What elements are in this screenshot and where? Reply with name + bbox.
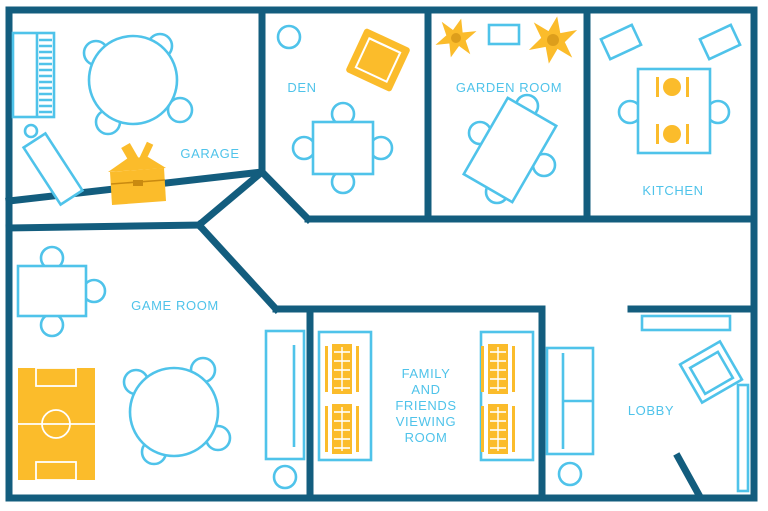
label-viewing-4: VIEWING [396, 414, 457, 429]
ottoman-icon [276, 24, 302, 50]
den-furniture [276, 24, 410, 195]
chair-icon [166, 96, 194, 124]
table-icon [87, 34, 179, 126]
toolbox-icon [108, 141, 166, 205]
lobby-door [673, 452, 704, 500]
seating-rows [325, 344, 515, 454]
sofa-icon [545, 346, 595, 456]
label-viewing-3: FRIENDS [395, 398, 456, 413]
planter-box-icon [487, 23, 521, 46]
label-game-room: GAME ROOM [131, 298, 219, 313]
outer-wall [5, 6, 758, 502]
garage-round-table [82, 32, 194, 136]
reception-desk-icon [640, 314, 732, 332]
table-icon [461, 96, 559, 204]
place-setting-icon [656, 124, 689, 144]
den-table [291, 101, 394, 195]
label-kitchen: KITCHEN [642, 183, 703, 198]
kitchen-furniture [599, 23, 742, 155]
gameroom-round-table [122, 356, 232, 466]
wall-hall-left-diagonal [194, 167, 267, 230]
shelf-icon [11, 31, 56, 119]
plant-icon [528, 16, 578, 64]
foosball-table-icon [18, 367, 95, 481]
garden-furniture [435, 16, 578, 205]
table-icon [311, 120, 375, 176]
seating-row-icon [325, 404, 359, 454]
gameroom-square-table [16, 245, 107, 338]
ottoman-icon [557, 461, 583, 487]
wall-den-diagonal [257, 167, 313, 224]
wall-hall-lower-diagonal [194, 220, 281, 314]
counter-icon [698, 23, 742, 61]
stool-icon [23, 123, 39, 139]
garden-table [461, 93, 559, 205]
label-viewing-2: AND [411, 382, 440, 397]
garage-furniture [11, 31, 194, 207]
place-setting-icon [656, 77, 689, 97]
armchair-icon [346, 28, 410, 92]
table-icon [16, 264, 88, 318]
ottoman-icon [272, 464, 298, 490]
seating-row-icon [481, 404, 515, 454]
label-viewing-1: FAMILY [402, 366, 451, 381]
lobby-furniture [545, 314, 750, 493]
wall-gameroom-top [5, 221, 203, 232]
label-viewing-5: ROOM [405, 430, 448, 445]
wall-bench-icon [736, 383, 750, 493]
label-lobby: LOBBY [628, 403, 674, 418]
gameroom-furniture [16, 245, 306, 490]
label-den: DEN [287, 80, 316, 95]
seating-row-icon [481, 344, 515, 394]
table-icon [128, 366, 220, 458]
armchair-icon [678, 339, 744, 405]
counter-icon [599, 23, 643, 61]
viewing-room-furniture [317, 330, 535, 462]
bench-icon [21, 131, 85, 207]
plant-icon [435, 18, 477, 58]
label-garage: GARAGE [180, 146, 239, 161]
tv-console-icon [264, 329, 306, 461]
walls [5, 6, 758, 502]
seating-row-icon [325, 344, 359, 394]
room-labels: GARAGE DEN GARDEN ROOM KITCHEN GAME ROOM… [131, 80, 703, 445]
label-garden-room: GARDEN ROOM [456, 80, 562, 95]
